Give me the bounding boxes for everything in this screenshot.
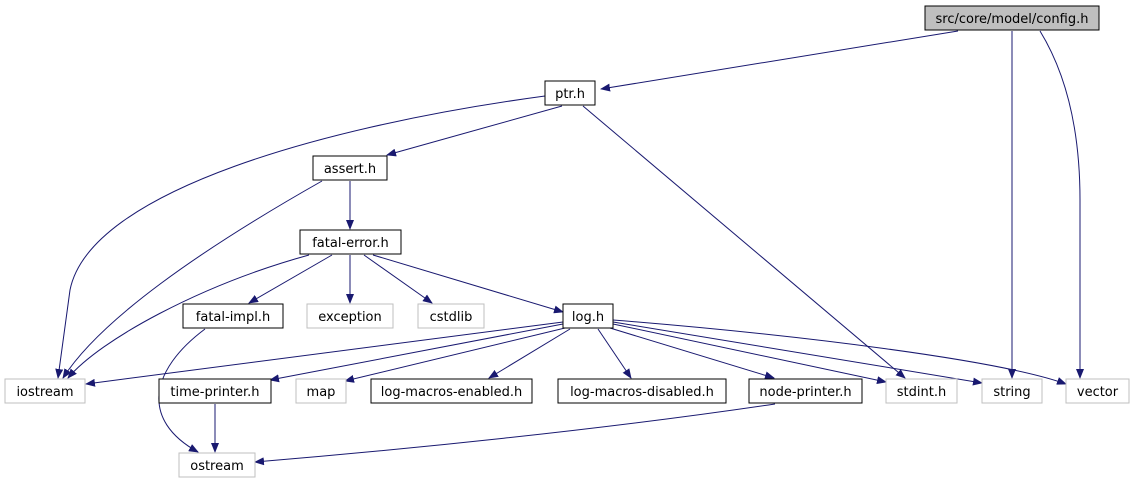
node-box (306, 303, 394, 329)
node-label: fatal-error.h (312, 236, 389, 251)
node-label: cstdlib (430, 310, 473, 325)
node-label: map (307, 385, 336, 400)
nodes-layer: src/core/model/config.h ptr.h assert.h fata… (4, 5, 1130, 478)
node-label: src/core/model/config.h (936, 12, 1089, 27)
node-node-printer[interactable]: node-printer.h (748, 378, 863, 404)
node-box (557, 378, 727, 404)
node-label: stdint.h (897, 385, 946, 400)
node-label: log.h (572, 310, 604, 325)
node-fatal-impl[interactable]: fatal-impl.h (182, 303, 284, 329)
node-label: ostream (190, 459, 244, 474)
node-box (885, 378, 958, 404)
node-label: assert.h (324, 162, 376, 177)
node-log[interactable]: log.h (562, 303, 614, 329)
edge-log-to-vector (612, 319, 1067, 385)
node-log-macros-disabled[interactable]: log-macros-disabled.h (557, 378, 727, 404)
edge-fatal-error-to-fatal-impl (248, 254, 333, 304)
node-box (924, 5, 1100, 31)
node-box (748, 378, 863, 404)
node-box (417, 303, 485, 329)
node-box (178, 452, 256, 478)
edge-fatal-error-to-log (372, 254, 564, 314)
edge-log-to-map (344, 327, 566, 383)
edge-log-to-stdint (612, 323, 887, 385)
node-box (299, 229, 402, 255)
node-label: string (993, 385, 1030, 400)
edge-fatal-error-to-iostream (67, 254, 310, 379)
edge-log-to-iostream (85, 321, 564, 387)
node-stdint: stdint.h (885, 378, 958, 404)
node-iostream: iostream (4, 378, 86, 404)
node-label: time-printer.h (170, 385, 259, 400)
node-box (295, 378, 347, 404)
edge-log-to-log-macros-enabled (488, 328, 571, 379)
node-ostream: ostream (178, 452, 256, 478)
node-ptr[interactable]: ptr.h (544, 80, 596, 106)
node-label: ptr.h (555, 87, 585, 102)
node-box (370, 378, 533, 404)
node-label: log-macros-disabled.h (570, 385, 714, 400)
node-label: node-printer.h (759, 385, 851, 400)
node-cstdlib: cstdlib (417, 303, 485, 329)
node-config[interactable]: src/core/model/config.h (924, 5, 1100, 31)
node-box (544, 80, 596, 106)
edge-log-to-time-printer (269, 323, 564, 383)
node-box (4, 378, 86, 404)
node-box (562, 303, 614, 329)
node-assert[interactable]: assert.h (312, 155, 388, 181)
edge-config-to-vector (1039, 30, 1084, 379)
node-box (312, 155, 388, 181)
edge-node-printer-to-ostream (254, 403, 776, 466)
node-vector: vector (1065, 378, 1130, 404)
node-label: vector (1077, 385, 1119, 400)
edge-log-to-string (612, 321, 983, 386)
edge-log-to-log-macros-disabled (597, 328, 632, 379)
edge-fatal-error-to-cstdlib (363, 254, 433, 304)
edge-config-to-ptr (600, 30, 959, 92)
node-box (981, 378, 1043, 404)
node-string: string (981, 378, 1043, 404)
node-box (1065, 378, 1130, 404)
node-box (158, 378, 272, 404)
node-log-macros-enabled[interactable]: log-macros-enabled.h (370, 378, 533, 404)
node-fatal-error[interactable]: fatal-error.h (299, 229, 402, 255)
edge-ptr-to-iostream (55, 95, 546, 379)
node-exception: exception (306, 303, 394, 329)
node-label: iostream (16, 385, 73, 400)
node-time-printer[interactable]: time-printer.h (158, 378, 272, 404)
edge-log-to-node-printer (609, 327, 775, 380)
edge-assert-to-iostream (62, 180, 323, 379)
edge-ptr-to-stdint (582, 105, 906, 379)
node-map: map (295, 378, 347, 404)
node-label: exception (318, 310, 382, 325)
node-label: log-macros-enabled.h (381, 385, 522, 400)
node-label: fatal-impl.h (196, 310, 270, 325)
edge-ptr-to-assert (386, 105, 563, 157)
node-box (182, 303, 284, 329)
